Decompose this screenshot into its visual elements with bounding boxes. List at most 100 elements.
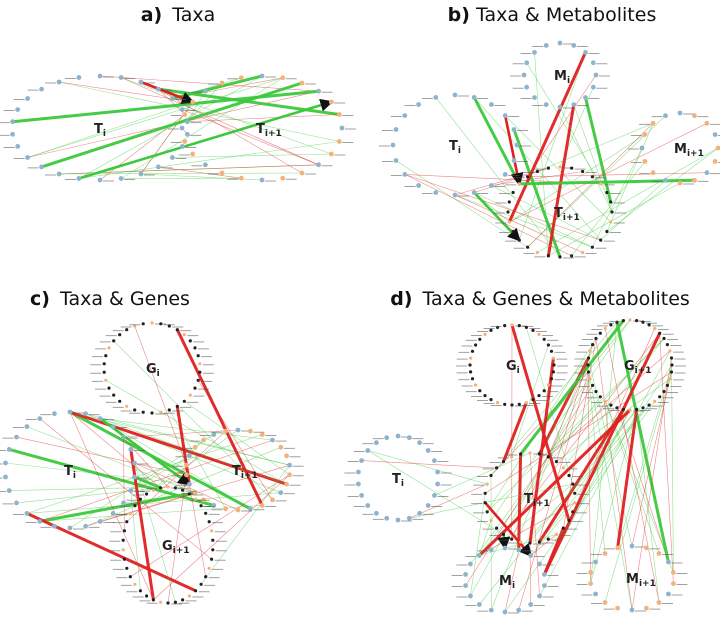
- network-node: [278, 444, 284, 450]
- network-node: [503, 402, 507, 406]
- negative-edge: [529, 542, 531, 605]
- network-node: [156, 164, 161, 170]
- network-edges: [5, 51, 719, 613]
- network-node: [502, 545, 508, 551]
- network-node: [537, 593, 542, 599]
- positive-edge: [435, 97, 561, 258]
- network-node: [181, 488, 185, 492]
- network-node: [210, 529, 214, 533]
- network-node: [546, 254, 551, 258]
- network-node: [190, 151, 196, 157]
- network-node: [558, 255, 562, 259]
- network-node: [546, 383, 551, 387]
- network-node: [610, 210, 614, 214]
- network-node: [198, 370, 202, 374]
- network-node: [615, 406, 619, 410]
- network-node: [52, 523, 57, 529]
- network-node: [528, 541, 532, 545]
- network-node: [489, 473, 493, 478]
- strong-edge: [78, 98, 334, 180]
- network-node: [591, 383, 595, 387]
- negative-edge: [485, 371, 672, 494]
- network-node: [14, 434, 19, 440]
- network-node: [102, 370, 106, 374]
- positive-edge: [537, 147, 719, 253]
- network-node: [476, 602, 482, 607]
- cluster-label: Ti+1: [554, 206, 580, 223]
- network-node: [586, 370, 591, 374]
- network-node: [552, 363, 556, 367]
- network-node: [715, 145, 720, 151]
- positive-edge: [123, 493, 190, 504]
- network-node: [110, 424, 116, 429]
- positive-edge: [78, 141, 340, 179]
- network-node: [463, 572, 468, 577]
- network-node: [207, 520, 211, 524]
- cluster-label: Gi+1: [162, 539, 190, 556]
- network-node: [476, 553, 482, 558]
- positive-edge: [574, 409, 637, 494]
- network-node: [97, 519, 103, 524]
- negative-edge: [153, 474, 290, 601]
- network-node: [628, 318, 632, 322]
- network-node: [259, 503, 265, 508]
- network-node: [537, 540, 542, 544]
- network-node: [24, 511, 30, 516]
- cluster-d-gi: [456, 323, 568, 407]
- network-node: [97, 177, 103, 183]
- network-node: [621, 407, 626, 411]
- network-node: [641, 406, 645, 410]
- network-node: [112, 339, 116, 343]
- positive-edge: [479, 520, 492, 556]
- positive-edge: [39, 491, 196, 523]
- network-node: [184, 462, 189, 468]
- network-node: [542, 572, 547, 577]
- network-node: [182, 333, 186, 337]
- network-node: [67, 525, 73, 531]
- network-node: [110, 511, 116, 516]
- network-node: [537, 332, 541, 336]
- network-node: [185, 119, 190, 125]
- network-node: [642, 159, 648, 164]
- network-node: [615, 605, 620, 611]
- network-node: [665, 383, 670, 387]
- network-node: [474, 343, 478, 347]
- negative-edge: [529, 452, 540, 597]
- network-node: [192, 444, 198, 450]
- positive-edge: [671, 357, 674, 573]
- network-node: [526, 175, 530, 179]
- negative-edge: [605, 328, 660, 603]
- positive-edge: [617, 364, 673, 548]
- positive-edge: [615, 321, 670, 563]
- positive-edge: [134, 462, 154, 491]
- positive-edge: [548, 182, 681, 257]
- negative-edge: [518, 371, 589, 611]
- network-node: [665, 343, 670, 347]
- network-node: [138, 171, 144, 177]
- network-node: [524, 401, 529, 405]
- positive-edge: [518, 404, 650, 551]
- cluster-label: Gi+1: [624, 359, 652, 376]
- cluster-c-gi1: [109, 485, 227, 605]
- network-node: [203, 88, 208, 94]
- network-node: [270, 437, 275, 443]
- negative-edge: [587, 364, 591, 584]
- network-node: [546, 166, 551, 170]
- network-node: [488, 607, 494, 613]
- positive-edge: [605, 401, 674, 573]
- network-node: [528, 451, 532, 455]
- negative-edge: [404, 174, 601, 241]
- network-node: [179, 144, 185, 149]
- negative-edge: [616, 407, 669, 563]
- network-node: [235, 427, 241, 433]
- network-node: [211, 432, 217, 437]
- negative-edge: [595, 338, 633, 611]
- network-node: [122, 557, 126, 561]
- positive-edge: [100, 418, 287, 485]
- network-node: [417, 440, 422, 446]
- network-node: [712, 159, 718, 164]
- network-node: [605, 190, 609, 195]
- network-node: [138, 79, 144, 85]
- network-node: [531, 398, 535, 402]
- network-node: [6, 447, 12, 452]
